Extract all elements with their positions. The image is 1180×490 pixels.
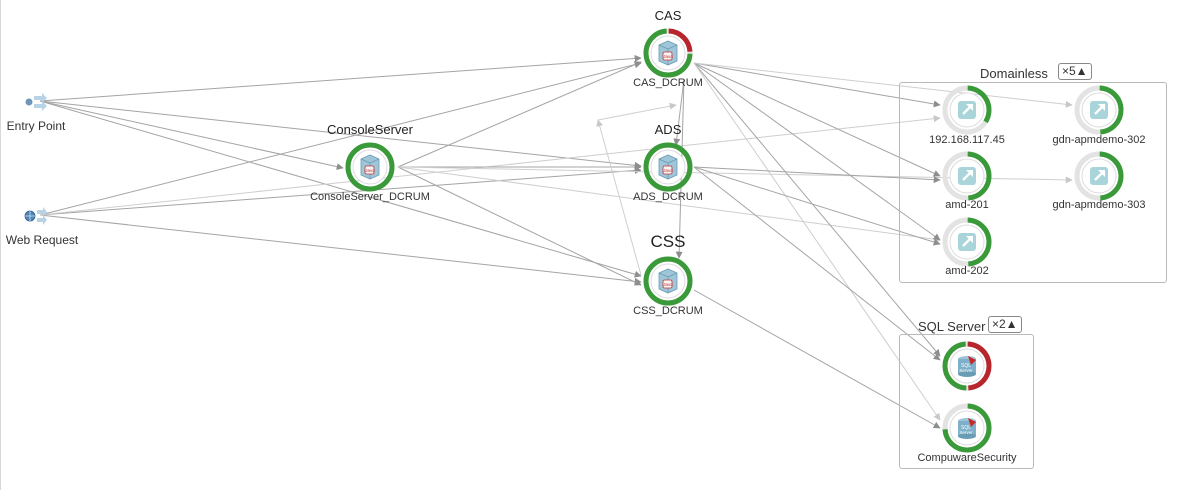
domainless-group-box	[899, 82, 1167, 283]
ads-dcrum-label: ADS_DCRUM	[633, 191, 703, 203]
globe-icon	[24, 207, 47, 225]
svg-text:Java: Java	[365, 168, 375, 173]
error-arc	[967, 341, 992, 391]
healthy-arc	[1099, 151, 1124, 201]
entry-point-icon	[25, 93, 47, 111]
svg-text:Server: Server	[959, 430, 973, 435]
call-edge	[39, 214, 642, 285]
ip-192-168-117-45-node[interactable]	[939, 82, 995, 138]
call-edge	[39, 54, 642, 102]
java-cup-health-ring: Java	[345, 142, 395, 192]
gdn-apmdemo-303-node[interactable]	[1071, 148, 1127, 204]
call-edge	[39, 166, 642, 216]
svg-text:SQL: SQL	[961, 363, 971, 369]
sql-server-group-box	[899, 334, 1034, 469]
cas-dcrum-node[interactable]: Java	[640, 25, 696, 81]
healthy-arc	[643, 256, 693, 306]
external-link-icon	[1090, 101, 1108, 119]
domainless-group-label: Domainless	[980, 66, 1048, 81]
healthy-arc	[967, 217, 992, 267]
external-link-icon	[958, 167, 976, 185]
java-cup-icon: Java	[658, 40, 678, 66]
java-cup-health-ring: Java	[643, 142, 693, 192]
call-edge	[39, 61, 642, 216]
external-link-icon	[958, 101, 976, 119]
external-link-icon	[1090, 167, 1108, 185]
sql-server-health-ring: SQL Server	[942, 341, 992, 391]
sql-server-group-label: SQL Server	[918, 319, 986, 334]
amd-202-label: amd-202	[945, 265, 989, 277]
healthy-arc	[345, 142, 395, 192]
amd-202-node[interactable]	[939, 214, 995, 270]
domainless-expand-toggle[interactable]: ×5▲	[1058, 63, 1092, 80]
css-dcrum-label: CSS_DCRUM	[633, 305, 703, 317]
amd-201-node[interactable]	[939, 148, 995, 204]
compuwaresecurity-node[interactable]: SQL Server	[939, 400, 995, 456]
external-link-health-ring	[942, 85, 992, 135]
external-link-health-ring	[942, 151, 992, 201]
sql-server-node[interactable]: SQL Server	[939, 338, 995, 394]
call-edge	[39, 100, 642, 169]
healthy-arc	[942, 403, 992, 453]
healthy-arc	[967, 151, 992, 201]
sql-server-icon: SQL Server	[958, 418, 976, 439]
svg-text:SQL: SQL	[961, 425, 971, 431]
call-edge	[597, 102, 677, 121]
healthy-arc	[643, 28, 693, 78]
call-edge	[596, 119, 642, 276]
call-edge	[39, 100, 642, 278]
call-edge	[397, 166, 941, 243]
consoleserver-dcrum-label: ConsoleServer_DCRUM	[310, 191, 430, 203]
sql-server-health-ring: SQL Server	[942, 403, 992, 453]
call-edge	[673, 78, 685, 146]
ads-dcrum-node[interactable]: Java	[640, 139, 696, 195]
external-link-health-ring	[1074, 151, 1124, 201]
call-edge	[39, 100, 344, 171]
svg-text:Server: Server	[959, 368, 973, 373]
healthy-arc	[942, 341, 967, 391]
css-tier-label: CSS	[650, 232, 686, 251]
left-border	[0, 0, 1, 490]
call-edge	[693, 62, 1073, 108]
sql-server-expand-toggle[interactable]: ×2▲	[988, 316, 1022, 333]
call-edge	[693, 62, 941, 357]
healthy-arc	[967, 85, 992, 124]
ip-192-168-117-45-label: 192.168.117.45	[929, 134, 1005, 146]
external-link-health-ring	[1074, 85, 1124, 135]
web-request-label: Web Request	[5, 233, 79, 247]
gdn-apmdemo-302-node[interactable]	[1071, 82, 1127, 138]
call-edge	[397, 61, 642, 168]
java-cup-icon: Java	[360, 154, 380, 180]
healthy-arc	[643, 142, 693, 192]
entry-point-label: Entry Point	[6, 119, 66, 133]
error-arc	[668, 28, 693, 53]
svg-text:Java: Java	[663, 282, 673, 287]
sql-server-icon: SQL Server	[958, 356, 976, 377]
gdn-apmdemo-302-label: gdn-apmdemo-302	[1052, 134, 1146, 146]
gdn-apmdemo-303-label: gdn-apmdemo-303	[1052, 199, 1146, 211]
cas-tier-label: CAS	[654, 8, 682, 23]
svg-text:Java: Java	[663, 168, 673, 173]
external-link-icon	[958, 233, 976, 251]
java-cup-health-ring: Java	[643, 28, 693, 78]
java-cup-icon: Java	[658, 268, 678, 294]
healthy-arc	[1099, 85, 1124, 135]
java-cup-icon: Java	[658, 154, 678, 180]
java-cup-health-ring: Java	[643, 256, 693, 306]
consoleserver-dcrum-node[interactable]: Java	[342, 139, 398, 195]
compuwaresecurity-label: CompuwareSecurity	[917, 452, 1017, 464]
external-link-health-ring	[942, 217, 992, 267]
amd-201-label: amd-201	[945, 199, 989, 211]
cas-dcrum-label: CAS_DCRUM	[633, 77, 703, 89]
css-dcrum-node[interactable]: Java	[640, 253, 696, 309]
svg-text:Java: Java	[663, 54, 673, 59]
entry-point-node[interactable]	[22, 91, 48, 113]
call-edge	[693, 166, 941, 361]
ads-tier-label: ADS	[654, 122, 682, 137]
web-request-node[interactable]	[22, 205, 48, 227]
console-tier-label: ConsoleServer	[327, 122, 413, 137]
call-edge	[397, 166, 642, 286]
